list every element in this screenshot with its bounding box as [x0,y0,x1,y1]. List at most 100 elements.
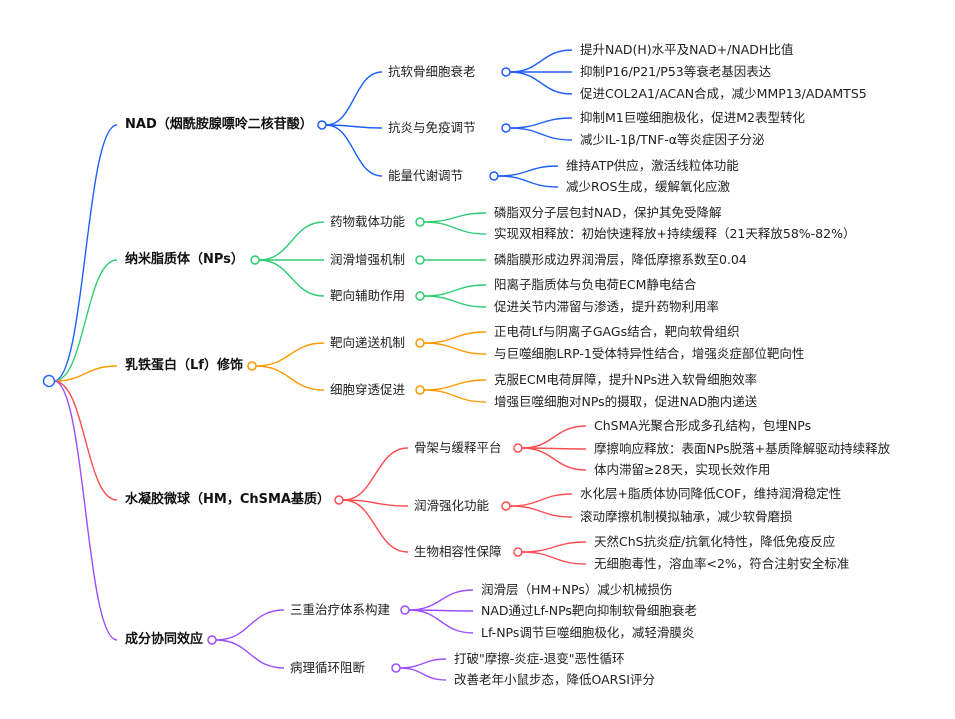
collapse-toggle[interactable] [513,443,523,453]
branch-node-2: 乳铁蛋白（Lf）修饰 [125,358,243,373]
leaf-link [509,71,573,95]
sub-node: 细胞穿透促进 [330,382,406,397]
root-node[interactable] [42,374,56,388]
collapse-toggle[interactable] [391,663,401,673]
sub-link [258,259,325,297]
leaf-link [399,667,447,681]
collapse-toggle[interactable] [250,255,260,265]
leaf-link [423,379,487,391]
leaf-node: 磷脂膜形成边界润滑层，降低摩擦系数至0.04 [494,252,747,267]
leaf-link [521,551,587,565]
leaf-node: 磷脂双分子层包封NAD，保护其免受降解 [494,205,722,220]
leaf-link [521,425,587,449]
leaf-node: 正电荷Lf与阴离子GAGs结合，靶向软骨组织 [494,324,740,339]
leaf-link [509,117,573,129]
collapse-toggle[interactable] [334,495,344,505]
leaf-link [423,295,487,308]
sub-link [255,342,325,367]
leaf-link [497,175,559,188]
leaf-node: 促进COL2A1/ACAN合成，减少MMP13/ADAMTS5 [580,86,867,101]
leaf-node: 增强巨噬细胞对NPs的摄取，促进NAD胞内递送 [494,394,758,409]
leaf-node: 维持ATP供应，激活线粒体功能 [566,158,739,173]
leaf-node: 改善老年小鼠步态，降低OARSI评分 [454,672,655,687]
collapse-toggle[interactable] [247,361,257,371]
leaf-link [509,493,573,507]
branch-node-3: 水凝胶微球（HM，ChSMA基质） [125,492,330,507]
leaf-node: 润滑层（HM+NPs）减少机械损伤 [481,582,673,597]
sub-link [325,71,383,126]
leaf-link [521,447,587,471]
leaf-link [423,221,487,235]
sub-node: 生物相容性保障 [414,544,502,559]
leaf-node: 与巨噬细胞LRP-1受体特异性结合，增强炎症部位靶向性 [494,346,805,361]
leaf-link [509,505,573,518]
sub-node: 润滑强化功能 [414,498,490,513]
sub-node: 病理循环阻断 [290,660,366,675]
collapse-toggle[interactable] [415,291,425,301]
collapse-toggle[interactable] [489,171,499,181]
leaf-link [521,541,587,553]
branch-link [53,380,118,501]
leaf-link [423,284,487,297]
leaf-node: ChSMA光聚合形成多孔结构，包埋NPs [594,418,812,433]
sub-link [215,609,285,641]
leaf-link [423,331,487,344]
leaf-link [408,609,474,634]
leaf-link [399,658,447,669]
collapse-toggle[interactable] [501,67,511,77]
collapse-toggle[interactable] [400,605,410,615]
sub-node: 靶向辅助作用 [330,288,406,303]
collapse-toggle[interactable] [415,255,425,265]
leaf-node: 阳离子脂质体与负电荷ECM静电结合 [494,277,697,292]
leaf-node: 打破"摩擦-炎症-退变"恶性循环 [454,651,625,666]
leaf-link [423,342,487,355]
leaf-node: 摩擦响应释放：表面NPs脱落+基质降解驱动持续释放 [594,441,891,456]
branch-link [53,380,118,641]
sub-node: 骨架与缓释平台 [414,440,502,455]
leaf-node: 无细胞毒性，溶血率<2%，符合注射安全标准 [594,556,850,571]
sub-link [342,499,409,507]
sub-link [342,499,409,553]
leaf-node: 实现双相释放：初始快速释放+持续缓释（21天释放58%-82%） [494,226,856,241]
collapse-toggle[interactable] [415,338,425,348]
branch-node-4: 成分协同效应 [125,632,204,647]
sub-link [342,447,409,501]
leaf-node: 减少IL-1β/TNF-α等炎症因子分泌 [580,132,765,147]
leaf-node: 促进关节内滞留与渗透，提升药物利用率 [494,299,720,314]
branch-link [53,259,118,382]
leaf-node: 提升NAD(H)水平及NAD+/NADH比值 [580,42,794,57]
leaf-node: 天然ChS抗炎症/抗氧化特性，降低免疫反应 [594,534,836,549]
leaf-link [408,589,474,611]
collapse-toggle[interactable] [317,120,327,130]
collapse-toggle[interactable] [513,547,523,557]
leaf-link [423,389,487,403]
leaf-node: 水化层+脂质体协同降低COF，维持润滑稳定性 [580,486,842,501]
branch-node-0: NAD（烟酰胺腺嘌呤二核苷酸） [125,117,313,132]
sub-link [325,124,383,129]
collapse-toggle[interactable] [501,501,511,511]
branch-link [53,365,118,382]
leaf-link [497,165,559,177]
branch-link [53,124,118,382]
leaf-node: Lf-NPs调节巨噬细胞极化，减轻滑膜炎 [481,625,695,640]
leaf-link [509,127,573,141]
branch-node-1: 纳米脂质体（NPs） [125,252,244,267]
leaf-node: 滚动摩擦机制模拟轴承，减少软骨磨损 [580,509,793,524]
sub-link [255,365,325,391]
sub-node: 抗软骨细胞衰老 [388,64,476,79]
sub-node: 抗炎与免疫调节 [388,120,476,135]
collapse-toggle[interactable] [415,385,425,395]
leaf-node: 体内滞留≥28天，实现长效作用 [594,462,771,477]
collapse-toggle[interactable] [501,123,511,133]
collapse-toggle[interactable] [207,635,217,645]
sub-node: 能量代谢调节 [388,168,464,183]
sub-link [325,124,383,177]
leaf-link [509,49,573,73]
sub-link [215,639,285,669]
leaf-link [423,212,487,223]
leaf-node: 抑制M1巨噬细胞极化，促进M2表型转化 [580,110,805,125]
sub-node: 润滑增强机制 [330,252,406,267]
sub-node: 药物载体功能 [330,214,406,229]
collapse-toggle[interactable] [415,217,425,227]
